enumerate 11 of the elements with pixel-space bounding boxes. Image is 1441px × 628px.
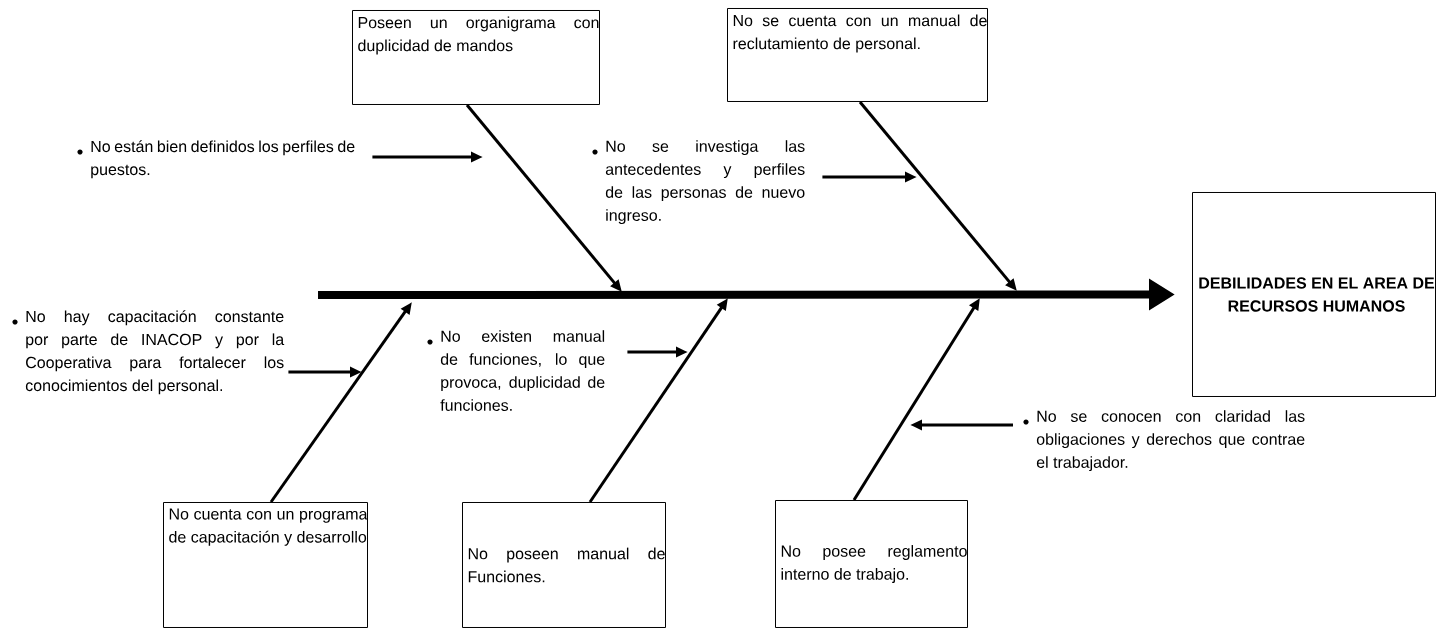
cause-box: No cuenta con un programa de capacitación y desarrollo	[163, 502, 368, 628]
cause-box: No posee reglamento interno de trabajo.	[775, 500, 968, 628]
cause-box: Poseen un organigrama con duplicidad de mandos	[352, 10, 600, 105]
cause-box: No poseen manual de Funciones.	[462, 502, 666, 628]
bullet-text: No se conocen con claridad las obligaciones y derechos que contrae el trabajador.	[1036, 410, 1305, 472]
bullet-text: No hay capacitación constante por parte de INACOP y por la Cooperativa para fortalecer los conocimientos del personal.	[25, 310, 285, 395]
cause-box: No se cuenta con un manual de reclutamiento de personal.	[727, 8, 988, 102]
bullet-text: No existen manual de funciones, lo que provoca, duplicidad de funciones.	[440, 330, 605, 411]
effect-box: DEBILIDADES EN EL AREA DE RECURSOS HUMANOS	[1192, 192, 1436, 397]
bullet-text: No se investiga las antecedentes y perfiles de las personas de nuevo ingreso.	[605, 140, 805, 225]
bullet-text: No están bien definidos los perfiles de puestos.	[91, 140, 355, 179]
